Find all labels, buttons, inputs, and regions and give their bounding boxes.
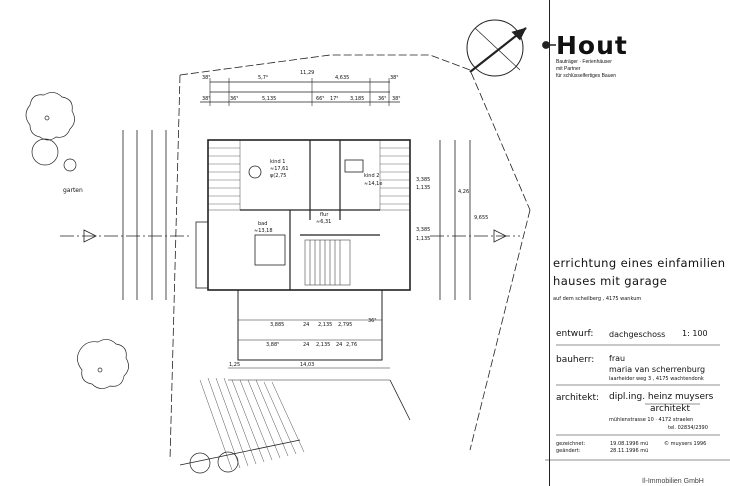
dim-row1-0: 38⁵ <box>202 75 211 81</box>
logo-line3: für schlüsselfertiges Bauen <box>556 73 617 79</box>
room-kind2-name: kind 2 <box>364 173 380 179</box>
dim-row2-4: 17⁵ <box>330 96 339 102</box>
architekt-address: mühlenstrasse 10 · 4172 straelen <box>609 417 694 423</box>
watermark: Il-Immobilien GmbH <box>642 478 704 485</box>
project-location: auf dem scheilberg , 4175 wankum <box>553 296 642 302</box>
dim-row2-5: 3,185 <box>350 96 365 102</box>
gezeichnet-value: 19.08.1996 mü <box>610 441 649 447</box>
room-kind1-name: kind 1 <box>270 159 286 165</box>
title-block-divider <box>549 0 550 486</box>
logo-line1: Bauträger · Ferienhäuser <box>556 59 612 65</box>
copyright-note: © muysers 1996 <box>664 441 707 447</box>
company-logo: Hout <box>556 31 628 60</box>
dim-row2-2: 5,135 <box>262 96 277 102</box>
dim-row2-0: 38⁵ <box>202 96 211 102</box>
bottom-dim2-4: 2,76 <box>346 342 358 348</box>
room-flur-area: ≈6,31 <box>316 219 332 225</box>
project-title-line2: hauses mit garage <box>553 274 668 288</box>
bottom-dim1-3: 2,795 <box>338 322 353 328</box>
entwurf-label: entwurf: <box>556 329 594 339</box>
dim-row2-6: 36⁵ <box>378 96 387 102</box>
bottom-dim2-0: 3,88⁵ <box>266 342 280 348</box>
entwurf-value: dachgeschoss <box>609 330 666 339</box>
bauherr-address: laarheider weg 3 , 4175 wachtendonk <box>609 376 704 382</box>
property-boundary <box>179 54 531 211</box>
room-kind1-area: ≈17,61 <box>270 166 289 172</box>
gezeichnet-label: gezeichnet: <box>556 441 586 447</box>
dim-row2-3: 66⁵ <box>316 96 325 102</box>
north-arrow <box>466 19 524 77</box>
bottom-dim2-1: 24 <box>303 342 310 348</box>
right-sub-dim: 4,26 <box>458 189 470 195</box>
bauherr-name1: frau <box>609 354 626 363</box>
geaendert-label: geändert: <box>556 448 581 454</box>
room-kind1-extra: φ(2,75 <box>270 173 287 179</box>
bottom-total-dim: 14,03 <box>300 362 315 368</box>
room-bad-name: bad <box>258 221 268 227</box>
dim-row2-1: 36⁵ <box>230 96 239 102</box>
bauherr-label: bauherr: <box>556 355 595 365</box>
architekt-name2: architekt <box>650 404 690 414</box>
dim-row1-2: 4,635 <box>335 75 350 81</box>
bottom-dim1-1: 24 <box>303 322 310 328</box>
room-kind2-area: ≈14,1e <box>364 181 383 187</box>
bottom-left-dim: 1,25 <box>229 362 241 368</box>
logo-line2: mit Partner <box>556 66 581 72</box>
right-dim-1: 1,135 <box>416 185 431 191</box>
architekt-tel: tel. 02834/2390 <box>668 425 708 431</box>
dim-row1-3: 38⁵ <box>390 75 399 81</box>
garden-label: garten <box>63 187 83 194</box>
bottom-dim1-0: 3,885 <box>270 322 285 328</box>
bottom-dim1-4: 36⁵ <box>368 318 377 324</box>
room-bad-area: ≈13,18 <box>254 228 273 234</box>
right-dim-2: 3,385 <box>416 227 431 233</box>
dim-row1-1: 5,7⁰ <box>258 75 268 81</box>
architekt-label: architekt: <box>556 393 600 403</box>
drawing-scale: 1: 100 <box>682 329 708 338</box>
dim-row2-7: 38⁵ <box>392 96 401 102</box>
right-dim-0: 3,385 <box>416 177 431 183</box>
top-dimension: 11,29 <box>300 70 315 76</box>
architekt-name1: dipl.ing. heinz muysers <box>609 392 714 402</box>
bottom-dim1-2: 2,135 <box>318 322 333 328</box>
building-outline <box>207 139 411 291</box>
room-flur-name: flur <box>320 212 329 218</box>
geaendert-value: 28.11.1996 mü <box>610 448 649 454</box>
right-total-dim: 9,655 <box>474 215 489 221</box>
bottom-dim2-2: 2,135 <box>316 342 331 348</box>
right-dim-3: 1,135 <box>416 236 431 242</box>
bottom-dim2-3: 24 <box>336 342 343 348</box>
project-title-line1: errichtung eines einfamilien <box>553 256 726 270</box>
bauherr-name2: maria van scherrenburg <box>609 365 706 374</box>
